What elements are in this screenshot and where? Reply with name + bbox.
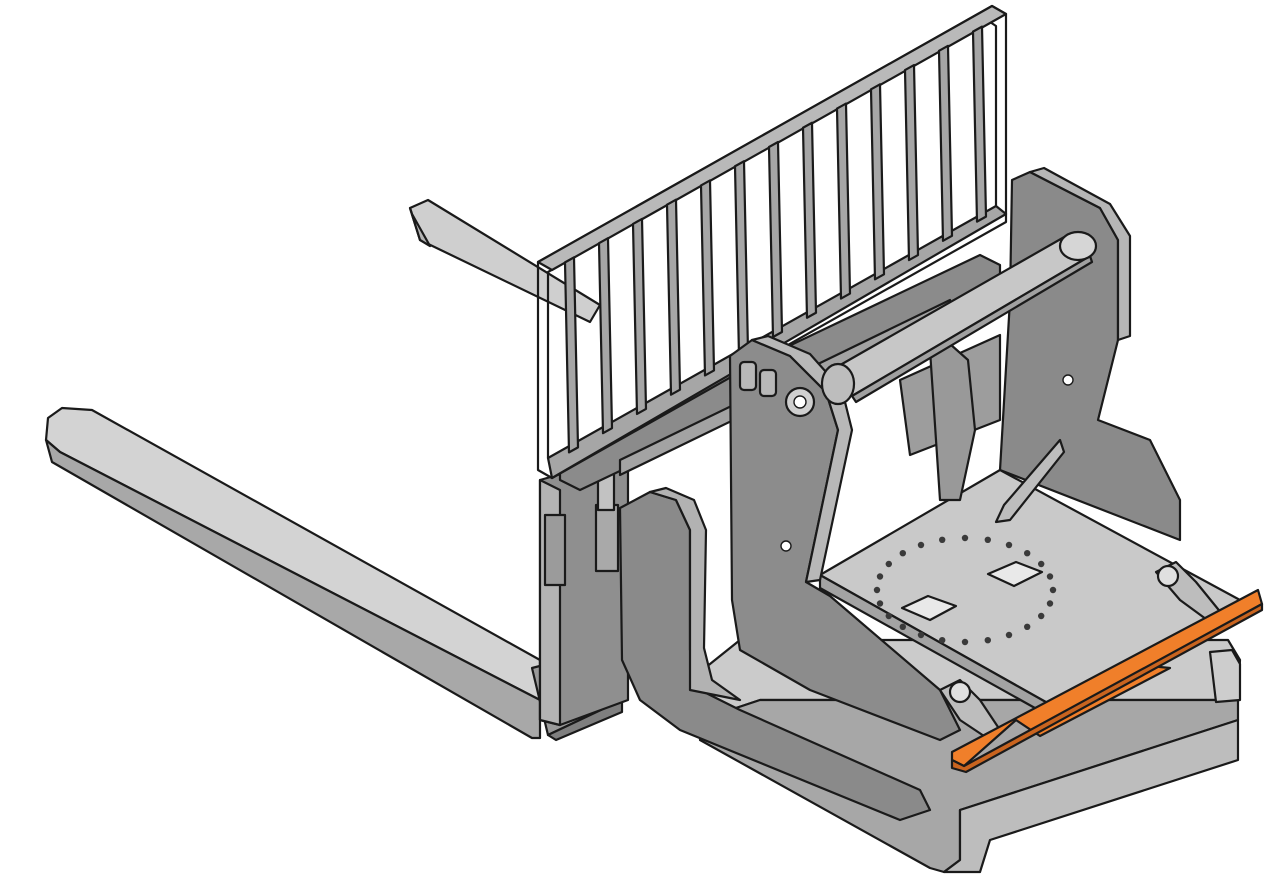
fork-carriage	[538, 448, 630, 727]
grille-bar	[801, 121, 818, 319]
tube-end-collar	[820, 362, 856, 406]
left-side-plate	[618, 486, 932, 822]
top-cross-tube	[820, 230, 1098, 406]
rear-fork-tine	[408, 198, 602, 324]
clamp-hook-front	[938, 678, 1002, 742]
bolt-hole	[1046, 600, 1054, 607]
bolt-circle	[873, 534, 1057, 646]
bolt-hole	[873, 586, 881, 594]
tube-end-cap	[1058, 230, 1098, 262]
grille-bar	[631, 217, 648, 416]
bolt-hole	[961, 534, 969, 542]
carriage-cylinder	[594, 503, 620, 573]
grille-bar	[733, 160, 750, 358]
deck-slot	[900, 594, 958, 622]
grille-bar	[937, 44, 954, 242]
bolt-hole	[1038, 560, 1045, 568]
bolt-hole	[917, 631, 925, 639]
stop-pin	[758, 368, 778, 398]
mount-hole	[1062, 374, 1074, 386]
grille-bar	[665, 198, 682, 396]
bolt-hole	[876, 600, 884, 607]
grille-bar	[869, 83, 886, 281]
grille-bar	[971, 25, 988, 223]
turntable-deck	[818, 438, 1242, 724]
carriage-lock-block	[543, 513, 567, 587]
grille-bar	[699, 179, 716, 377]
grille-bar	[903, 63, 920, 262]
bolt-hole	[1023, 623, 1031, 630]
bolt-hole	[1005, 541, 1013, 549]
bolt-hole	[899, 550, 906, 557]
bolt-hole	[939, 536, 946, 543]
bolt-hole	[1038, 612, 1045, 620]
bolt-hole	[984, 637, 991, 644]
grille-bar	[835, 102, 852, 300]
bolt-hole	[1023, 550, 1031, 557]
bolt-hole	[961, 638, 969, 646]
bolt-hole	[899, 623, 906, 630]
bolt-hole	[885, 612, 892, 620]
grille-bar	[767, 140, 784, 339]
stop-pin	[738, 360, 758, 392]
grille-bar	[563, 256, 580, 454]
guide-fin	[994, 438, 1066, 524]
bolt-hole	[876, 573, 884, 580]
inner-brace	[928, 342, 977, 502]
bolt-hole	[984, 536, 991, 543]
grille-bar	[597, 237, 614, 435]
front-upright-plate	[728, 334, 962, 742]
orange-wear-plate	[950, 588, 1264, 774]
bolt-hole	[1049, 586, 1057, 594]
bolt-hole	[917, 541, 925, 549]
bolt-hole	[1046, 573, 1054, 580]
bolt-hole	[1005, 631, 1013, 639]
mount-hole	[780, 540, 792, 552]
deck-slot	[986, 560, 1044, 588]
front-fork-tine	[44, 406, 624, 742]
bolt-hole	[885, 560, 892, 568]
bolt-hole	[939, 637, 946, 644]
